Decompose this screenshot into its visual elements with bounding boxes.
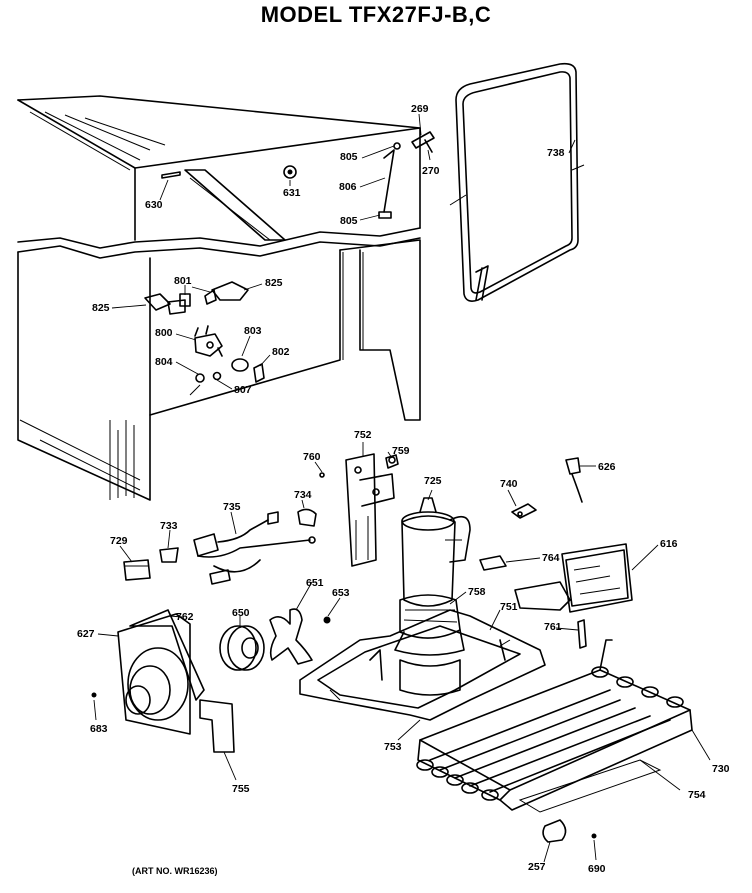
- label-734: 734: [294, 489, 312, 501]
- label-803: 803: [244, 325, 262, 337]
- label-616: 616: [660, 538, 678, 550]
- label-805-bottom: 805: [340, 215, 358, 227]
- fan-shroud: [91, 609, 235, 753]
- label-733: 733: [160, 520, 178, 532]
- label-804: 804: [155, 356, 173, 368]
- door-gasket: [449, 62, 585, 302]
- label-805-top: 805: [340, 151, 358, 163]
- label-653: 653: [332, 587, 350, 599]
- label-753: 753: [384, 741, 402, 753]
- label-631: 631: [283, 187, 301, 199]
- wiring-harness: [123, 508, 317, 585]
- label-806: 806: [339, 181, 357, 193]
- cabinet-drawing: [17, 95, 421, 501]
- label-754: 754: [688, 789, 706, 801]
- condenser-coil: [416, 639, 693, 843]
- label-759: 759: [392, 445, 410, 457]
- label-825-left: 825: [92, 302, 110, 314]
- label-651: 651: [306, 577, 324, 589]
- fan-motor: [219, 608, 331, 671]
- part-labels: 269 805 270 806 805 631 630 738 801 825 …: [77, 103, 730, 875]
- label-755: 755: [232, 783, 250, 795]
- small-parts-right: [511, 457, 583, 519]
- label-807: 807: [234, 384, 252, 396]
- label-730: 730: [712, 763, 730, 775]
- label-752: 752: [354, 429, 372, 441]
- label-758: 758: [468, 586, 486, 598]
- label-725: 725: [424, 475, 442, 487]
- compressor-bracket: [319, 453, 399, 567]
- label-760: 760: [303, 451, 321, 463]
- label-257: 257: [528, 861, 546, 873]
- diagram-title: MODEL TFX27FJ-B,C: [260, 2, 492, 27]
- label-825-right: 825: [265, 277, 283, 289]
- label-761: 761: [544, 621, 562, 633]
- compressor: [394, 497, 471, 656]
- leader-lines: [93, 113, 711, 863]
- label-802: 802: [272, 346, 290, 358]
- hinge-parts: [378, 131, 435, 219]
- label-626: 626: [598, 461, 616, 473]
- label-801: 801: [174, 275, 192, 287]
- label-751: 751: [500, 601, 518, 613]
- control-bracket: [479, 543, 633, 649]
- label-627: 627: [77, 628, 95, 640]
- label-762: 762: [176, 611, 194, 623]
- label-269: 269: [411, 103, 429, 115]
- label-800: 800: [155, 327, 173, 339]
- label-650: 650: [232, 607, 250, 619]
- label-630: 630: [145, 199, 163, 211]
- label-270: 270: [422, 165, 440, 177]
- label-683: 683: [90, 723, 108, 735]
- base-pan: [299, 609, 546, 721]
- switch-parts: [144, 281, 265, 396]
- label-738: 738: [547, 147, 565, 159]
- label-735: 735: [223, 501, 241, 513]
- label-740: 740: [500, 478, 518, 490]
- art-number: (ART NO. WR16236): [132, 866, 218, 876]
- label-764: 764: [542, 552, 560, 564]
- label-729: 729: [110, 535, 128, 547]
- label-690: 690: [588, 863, 606, 875]
